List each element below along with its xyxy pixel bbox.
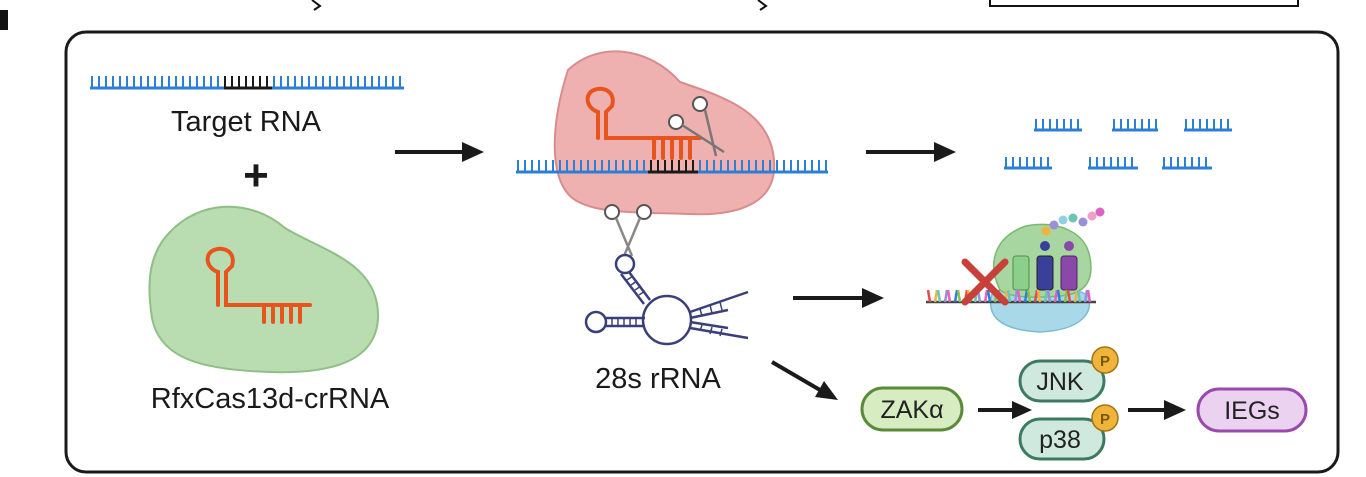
cleaved-rna-fragments [1004,119,1232,170]
active-complex [553,50,776,216]
cas13d-label: RfxCas13d-crRNA [151,383,390,415]
active-crrna [585,86,702,160]
jnk-phospho-badge [1091,346,1119,374]
codon-tick [1053,289,1059,303]
codon-tick [943,289,949,303]
28s-rrna-structure [584,253,749,346]
rrna-scissors-icon [604,204,652,257]
arrow-to-ribosome [793,288,884,308]
cas13d-complex [148,205,380,374]
codon-tick [1056,289,1062,303]
codon-tick [1006,289,1012,303]
plus-sign: + [243,151,269,200]
codon-tick [946,289,952,303]
arrow-mapk-to-iegs [1128,400,1186,420]
rrna-label: 28s rRNA [595,363,721,395]
codon-tick [1033,289,1039,303]
codon-tick [1063,289,1069,303]
blocked-x-icon [961,258,1009,306]
arrow-to-cleavage [395,142,484,162]
trna-molecules [1012,241,1078,291]
iegs-label: IEGs [1224,397,1280,425]
p38-phospho-label: P [1100,411,1110,428]
codon-tick [1013,289,1019,303]
codon-tick [1076,289,1082,303]
codon-tick [956,289,962,303]
cas13d-protein-blob [148,205,380,374]
stalled-ribosome [926,207,1105,333]
codon-tick [936,289,942,303]
codon-tick [1066,289,1072,303]
zak-label: ZAKα [880,396,943,424]
zak-node: ZAKα [860,386,964,432]
codon-tick [1023,289,1029,303]
top-edge-fragments [0,0,1299,30]
codon-tick [926,289,932,303]
codon-tick [933,289,939,303]
iegs-node: IEGs [1196,387,1308,433]
nascent-peptide [1041,207,1105,236]
codon-tick [953,289,959,303]
jnk-node: JNK P [1018,346,1119,403]
codon-tick [1026,289,1032,303]
codon-tick [1046,289,1052,303]
target-rna-strand [90,76,404,90]
codon-tick [983,289,989,303]
p38-label: p38 [1039,426,1081,454]
scissors-icon [668,96,725,157]
codon-tick [1083,289,1089,303]
jnk-phospho-label: P [1100,353,1110,370]
codon-tick [1043,289,1049,303]
codon-tick [986,289,992,303]
arrow-to-fragments [866,142,956,162]
codon-tick [1016,289,1022,303]
panel-frame [64,30,1340,474]
target-rna-label: Target RNA [171,106,322,138]
codon-tick [1073,289,1079,303]
bound-target-strand [516,160,828,174]
arrow-zak-to-mapk [978,401,1032,419]
codon-tick [1086,289,1092,303]
arrow-to-zak [770,360,838,400]
p38-phospho-badge [1091,404,1119,432]
crrna-hairpin [205,246,312,324]
p38-node: p38 P [1018,404,1119,461]
jnk-label: JNK [1036,368,1084,396]
codon-tick [1036,289,1042,303]
